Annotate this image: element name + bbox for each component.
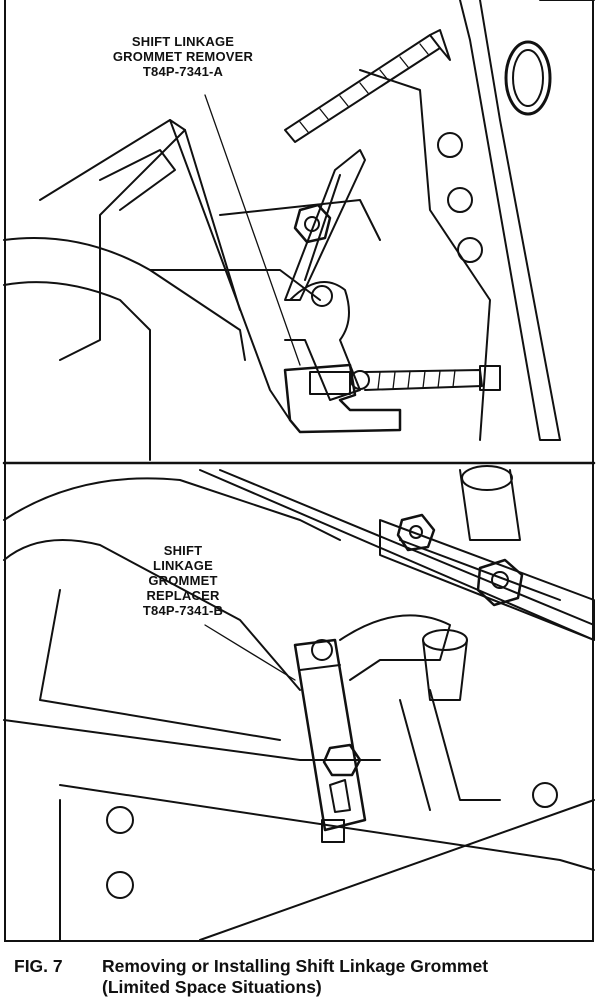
callout-line: SHIFT [163,543,203,558]
grommet-hole [504,40,552,116]
callout-line: GROMMET REMOVER [112,49,254,64]
figure-caption: FIG. 7 Removing or Installing Shift Link… [14,956,488,998]
remover-tool-callout: SHIFT LINKAGE GROMMET REMOVER T84P-7341-… [88,34,278,79]
figure-frame [4,0,594,942]
callout-part-number: T84P-7341-B [142,603,224,618]
callout-line: REPLACER [146,588,220,603]
callout-line: SHIFT LINKAGE [131,34,235,49]
figure-subtitle: (Limited Space Situations) [102,977,322,997]
callout-part-number: T84P-7341-A [142,64,224,79]
figure-illustration [2,0,596,941]
top-panel-remover-illustration [2,0,596,465]
figure-title: Removing or Installing Shift Linkage Gro… [102,956,489,976]
callout-line: LINKAGE [153,558,213,573]
figure-number: FIG. 7 [14,956,63,976]
replacer-tool-callout: SHIFT LINKAGE GROMMET REPLACER T84P-7341… [128,543,238,618]
bottom-panel-replacer-illustration [3,465,595,941]
callout-line: GROMMET [148,573,218,588]
